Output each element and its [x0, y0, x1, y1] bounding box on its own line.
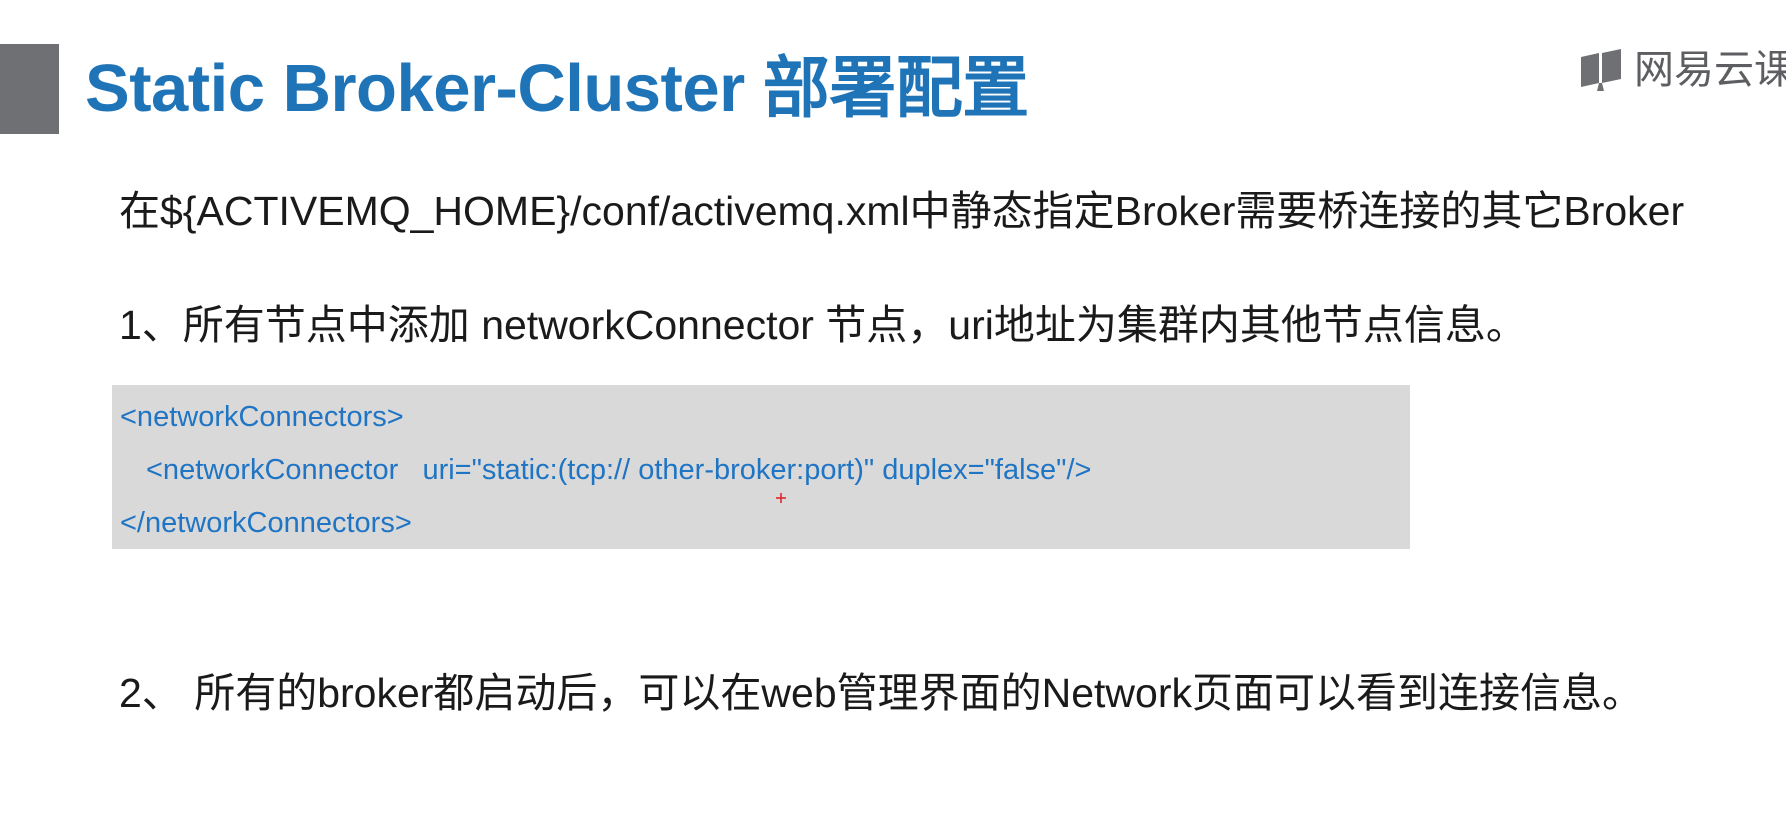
book-cloud-icon [1581, 49, 1621, 91]
intro-text: 在${ACTIVEMQ_HOME}/conf/activemq.xml中静态指定… [119, 188, 1685, 234]
slide-title: Static Broker-Cluster 部署配置 [85, 51, 1029, 126]
code-line-open-tag: <networkConnectors> [120, 401, 404, 433]
code-block: <networkConnectors> <networkConnector ur… [112, 385, 1410, 549]
code-line-close-tag: </networkConnectors> [120, 507, 412, 539]
brand-name: 网易云课 [1634, 48, 1786, 92]
step-2-text: 2、 所有的broker都启动后，可以在web管理界面的Network页面可以看… [119, 670, 1643, 716]
brand-watermark: 网易云课 [1578, 44, 1786, 96]
title-accent-bar [0, 44, 59, 134]
step-1-text: 1、所有节点中添加 networkConnector 节点，uri地址为集群内其… [119, 302, 1527, 348]
code-line-connector: <networkConnector uri="static:(tcp:// ot… [146, 454, 1092, 486]
crosshair-cursor-icon [776, 493, 786, 503]
